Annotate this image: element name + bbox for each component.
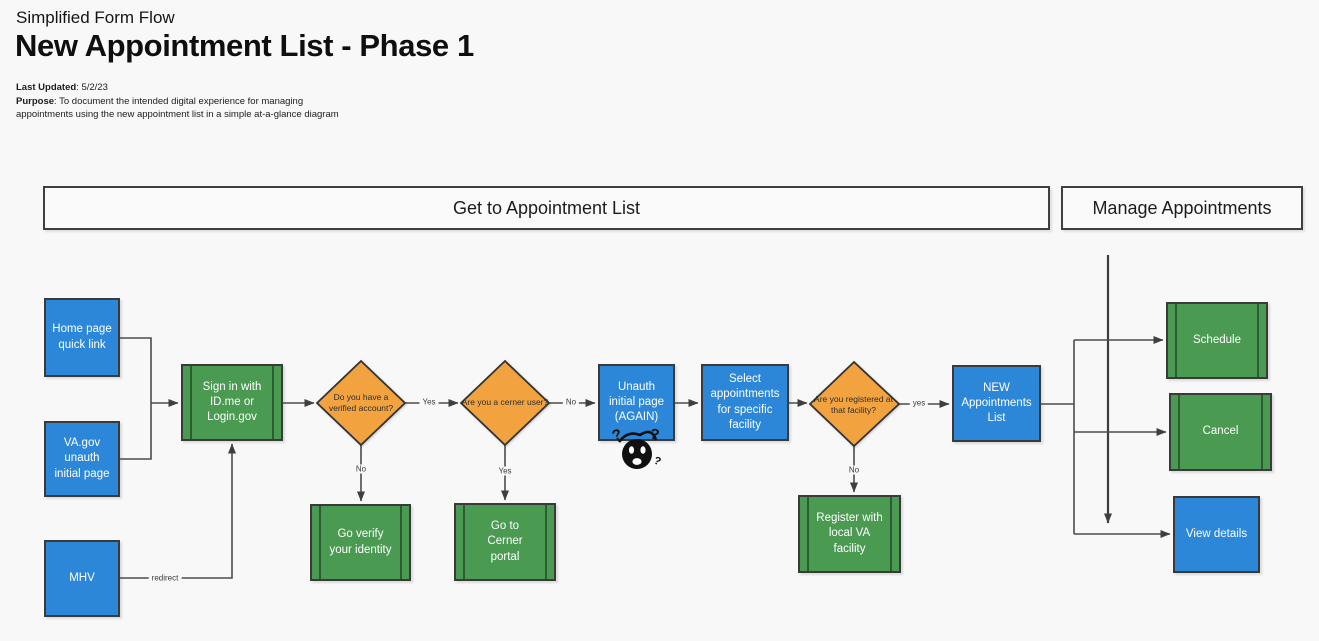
node-label: NEW Appointments List bbox=[961, 381, 1032, 425]
edge-label-yes: Yes bbox=[495, 466, 515, 476]
node-label: Unauth initial page (AGAIN) bbox=[609, 380, 664, 424]
node-select-appointments-for-facility: Select appointments for specific facilit… bbox=[701, 364, 789, 441]
node-unauth-initial-page-again: Unauth initial page (AGAIN) bbox=[598, 364, 675, 441]
node-label: Select appointments for specific facilit… bbox=[710, 373, 780, 431]
section-header-label: Get to Appointment List bbox=[452, 197, 641, 218]
edge-label-yes: yes bbox=[909, 398, 929, 408]
diamond-label-registered-at-facility: Are you registered at that facility? bbox=[814, 393, 893, 415]
node-label: Home page quick link bbox=[52, 323, 112, 351]
node-label: Register with local VA facility bbox=[816, 512, 883, 555]
section-header-label: Manage Appointments bbox=[1092, 197, 1272, 218]
node-cancel: Cancel bbox=[1169, 393, 1272, 471]
edge-label-no: No bbox=[562, 397, 580, 407]
last-updated-label: Last Updated bbox=[16, 82, 77, 93]
node-label: Go verify your identity bbox=[329, 528, 392, 556]
purpose-value: : To document the intended digital exper… bbox=[16, 96, 339, 121]
node-label: Cancel bbox=[1202, 425, 1239, 438]
node-view-details: View details bbox=[1173, 496, 1260, 573]
diamond-label-verified-account: Do you have a verified account? bbox=[328, 391, 394, 413]
diamond-label-cerner-user: Are you a cerner user? bbox=[461, 397, 549, 408]
node-new-appointments-list: NEW Appointments List bbox=[952, 365, 1041, 442]
node-label: Schedule bbox=[1193, 333, 1241, 346]
node-label: View details bbox=[1185, 527, 1248, 540]
edge-home-to-merge bbox=[120, 337, 152, 403]
diagram-title: New Appointment List - Phase 1 bbox=[15, 28, 474, 63]
node-mhv: MHV bbox=[44, 540, 120, 617]
node-schedule: Schedule bbox=[1166, 302, 1268, 379]
node-va-gov-unauth-initial-page: VA.gov unauth initial page bbox=[44, 421, 120, 497]
purpose-label: Purpose bbox=[16, 96, 55, 107]
node-home-page-quick-link: Home page quick link bbox=[44, 298, 120, 377]
node-label: MHV bbox=[69, 571, 95, 584]
section-header-manage-appointments: Manage Appointments bbox=[1061, 186, 1303, 230]
diagram-subtitle: Simplified Form Flow bbox=[16, 8, 175, 27]
node-go-to-cerner-portal: Go to Cerner portal bbox=[454, 503, 556, 581]
edge-label-yes: Yes bbox=[419, 397, 439, 407]
node-label: Sign in with ID.me or Login.gov bbox=[202, 380, 262, 424]
node-register-with-local-va-facility: Register with local VA facility bbox=[798, 495, 901, 573]
purpose: Purpose: To document the intended digita… bbox=[16, 95, 340, 122]
edge-mhv-redirect-to-signin bbox=[120, 443, 236, 579]
last-updated: Last Updated: 5/2/23 bbox=[16, 81, 108, 94]
node-sign-in-idme-logingov: Sign in with ID.me or Login.gov bbox=[181, 364, 283, 441]
svg-text:?: ? bbox=[652, 455, 663, 469]
edge-label-redirect: redirect bbox=[148, 573, 182, 583]
node-label: Go to Cerner portal bbox=[487, 520, 523, 563]
edge-label-no: No bbox=[845, 465, 863, 475]
edge-label-no: No bbox=[352, 464, 370, 474]
section-header-get-to-appointment-list: Get to Appointment List bbox=[43, 186, 1050, 230]
node-go-verify-your-identity: Go verify your identity bbox=[310, 504, 411, 581]
last-updated-value: : 5/2/23 bbox=[76, 82, 108, 93]
edge-vagov-to-merge bbox=[120, 403, 152, 460]
node-label: VA.gov unauth initial page bbox=[54, 437, 110, 480]
